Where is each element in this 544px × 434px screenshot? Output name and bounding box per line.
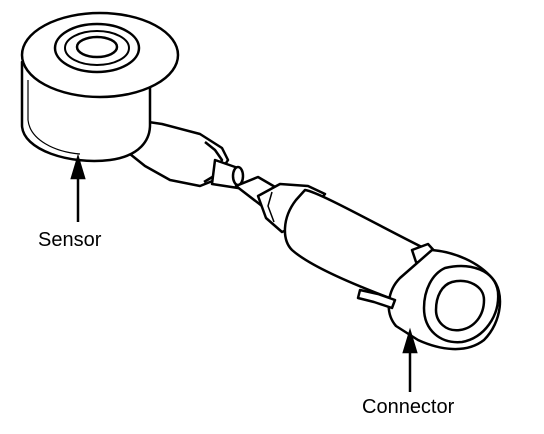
sensor-body [20, 11, 245, 190]
sensor-boot-ridge [203, 141, 224, 184]
sensor-center-hole [75, 35, 119, 59]
sensor-housing-side-shade [27, 80, 81, 155]
connector-pointer [402, 327, 418, 392]
connector-label: Connector [362, 396, 455, 418]
arrow-up-icon [70, 153, 86, 180]
connector-boot-ridge [267, 191, 275, 223]
connector-latch [356, 288, 397, 310]
sensor-label: Sensor [38, 229, 102, 251]
sensor-pointer [70, 153, 86, 222]
sensor-cable-tip-end [231, 165, 245, 187]
connector-body [234, 175, 502, 351]
connector-plug-face-inner [434, 279, 486, 332]
arrow-up-icon [402, 327, 418, 354]
